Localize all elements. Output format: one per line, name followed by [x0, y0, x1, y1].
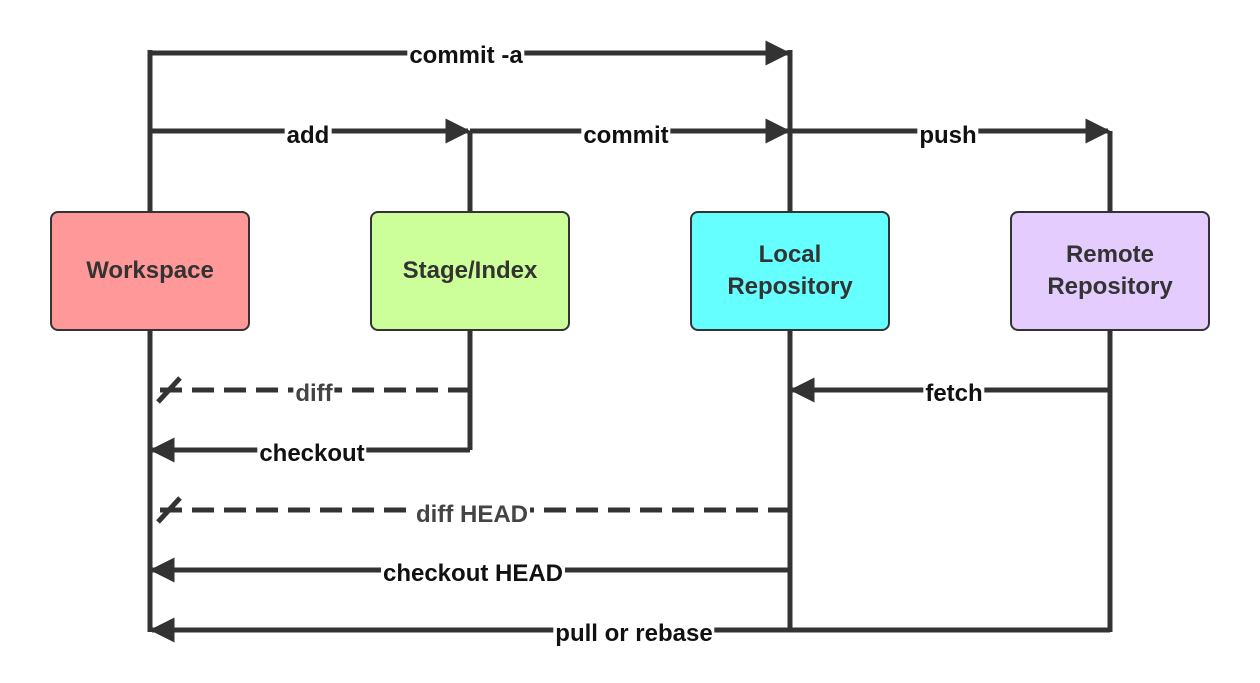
edge-label-diff: diff: [293, 380, 335, 408]
remote-repository-node: Remote Repository: [1010, 211, 1210, 331]
edge-label-push: push: [917, 122, 979, 150]
edge-label-checkout: checkout: [257, 440, 367, 468]
local-repository-node: Local Repository: [690, 211, 890, 331]
edge-label-commit: commit: [581, 122, 671, 150]
edge-label-fetch: fetch: [923, 380, 985, 408]
edge-label-pull-rebase: pull or rebase: [553, 620, 715, 648]
edge-label-commit-a: commit -a: [407, 42, 525, 70]
edge-label-diff-head: diff HEAD: [414, 501, 530, 529]
workspace-node: Workspace: [50, 211, 250, 331]
diff-slash-mark: [156, 376, 182, 404]
stage-index-node: Stage/Index: [370, 211, 570, 331]
edge-label-checkout-head: checkout HEAD: [380, 560, 566, 588]
diff-head-slash-mark: [156, 496, 182, 524]
edge-label-add: add: [284, 122, 332, 150]
